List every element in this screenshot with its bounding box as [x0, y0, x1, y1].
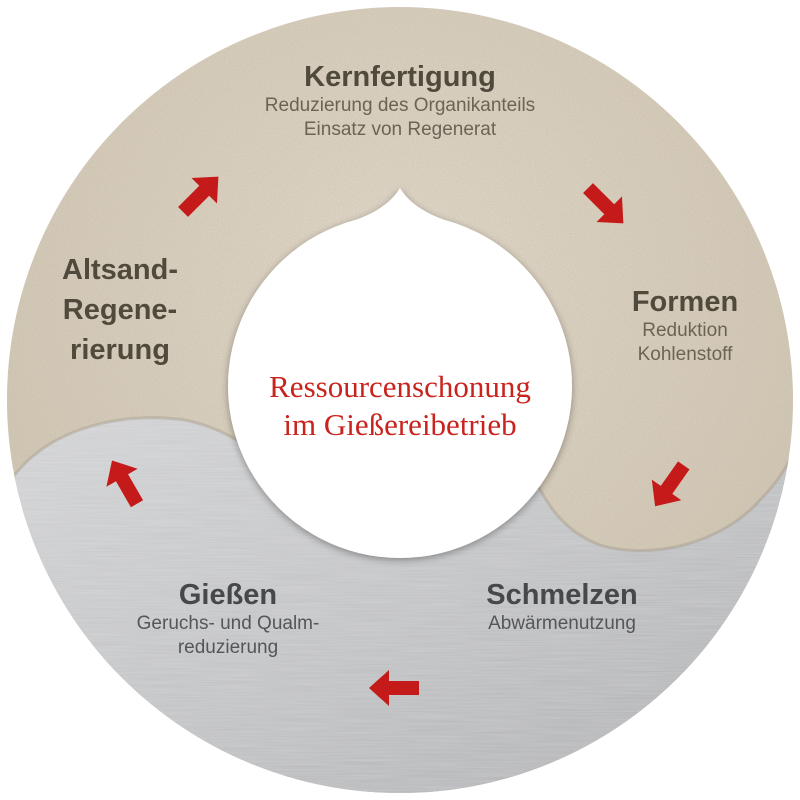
stage-title: Kernfertigung	[304, 61, 496, 93]
metal-region	[7, 417, 793, 793]
stage-detail: Reduktion	[642, 320, 728, 341]
stage-title-line: rierung	[70, 334, 170, 366]
center-hole	[227, 188, 572, 559]
arrow-icon	[106, 460, 144, 508]
stage-title: Gießen	[178, 579, 278, 611]
arrow-icon	[369, 670, 419, 706]
stage-detail: Einsatz von Regenerat	[303, 119, 497, 140]
arrow-icon	[583, 183, 624, 224]
stage-formen: Formen Reduktion Kohlenstoff	[632, 285, 738, 367]
center-title-line1: Ressourcenschonung	[269, 369, 531, 404]
arrow-icon	[651, 461, 690, 507]
stage-title: Formen	[631, 286, 739, 318]
stage-giessen: Gießen Geruchs- und Qualm- reduzierung	[137, 578, 320, 660]
stage-detail: Reduzierung des Organikanteils	[264, 95, 536, 116]
stage-detail: reduzierung	[177, 637, 279, 658]
arrow-icon	[178, 176, 219, 217]
stage-schmelzen: Schmelzen Abwärmenutzung	[486, 578, 638, 636]
stage-kernfertigung: Kernfertigung Reduzierung des Organikant…	[265, 60, 535, 142]
stage-detail: Geruchs- und Qualm-	[136, 613, 320, 634]
stage-detail: Abwärmenutzung	[488, 613, 636, 634]
stage-title-line: Regene-	[62, 294, 178, 326]
stage-detail: Kohlenstoff	[637, 344, 733, 365]
center-title: Ressourcenschonung im Gießereibetrieb	[269, 368, 531, 444]
stage-altsand: Altsand- Regene- rierung	[62, 250, 178, 370]
stage-title: Schmelzen	[486, 579, 638, 611]
stage-title-line: Altsand-	[62, 254, 178, 286]
center-title-line2: im Gießereibetrieb	[283, 407, 517, 442]
